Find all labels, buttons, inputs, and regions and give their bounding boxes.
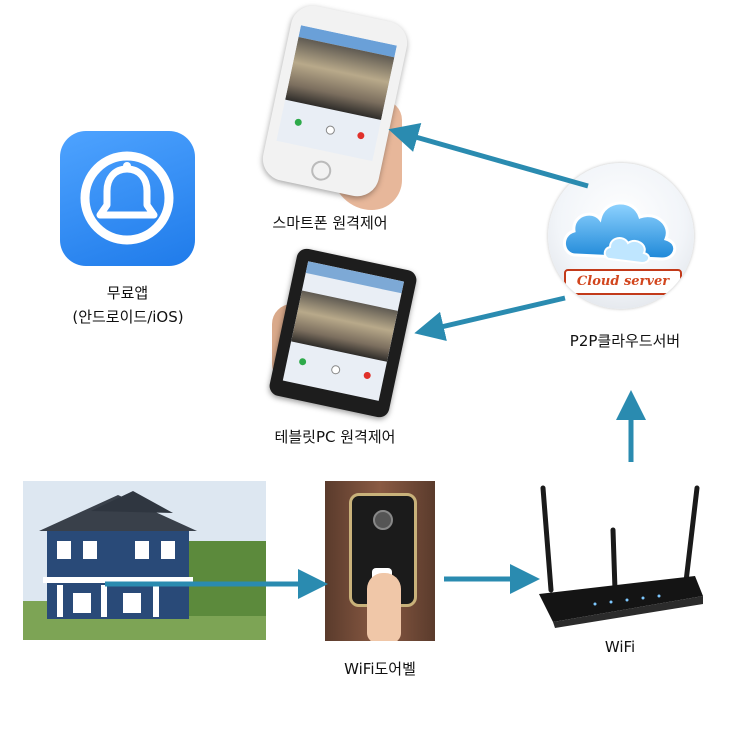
phone-screen <box>276 25 397 162</box>
cloud-server-image: Cloud server <box>548 163 694 309</box>
router-image <box>535 478 705 628</box>
capture-icon <box>330 364 342 376</box>
tablet-screen <box>282 261 405 401</box>
cloud-icon <box>563 201 677 265</box>
wifi-label: WiFi <box>604 638 636 656</box>
house-illustration <box>23 481 266 640</box>
arrow-cloud-to-tablet <box>414 295 566 342</box>
wifi-doorbell-label: WiFi도어벨 <box>344 660 416 678</box>
free-app-label-line2: (안드로이드/iOS) <box>72 308 184 326</box>
answer-icon <box>298 357 307 366</box>
smartphone-label: 스마트폰 원격제어 <box>272 214 388 232</box>
tablet-body <box>267 246 419 420</box>
tablet-video-feed <box>291 290 398 362</box>
bell-icon <box>80 151 174 245</box>
router-icon <box>539 485 703 628</box>
hangup-icon <box>356 131 366 140</box>
doorbell-image <box>325 481 435 641</box>
tablet-image <box>262 246 419 422</box>
tablet-title-bar <box>305 261 405 294</box>
phone-home-button <box>309 158 334 183</box>
tablet-label: 테블릿PC 원격제어 <box>274 428 396 446</box>
camera-lens-icon <box>373 510 393 530</box>
hangup-icon <box>363 371 372 380</box>
smartphone-image <box>258 1 412 210</box>
answer-icon <box>294 118 303 127</box>
free-app-label-line1: 무료앱 <box>106 284 149 302</box>
cloud-server-label: P2P클라우드서버 <box>569 332 681 350</box>
app-icon <box>60 131 195 266</box>
capture-icon <box>324 124 336 136</box>
house-image <box>23 481 266 640</box>
cloud-server-badge: Cloud server <box>564 269 682 295</box>
finger-shape <box>367 573 401 641</box>
